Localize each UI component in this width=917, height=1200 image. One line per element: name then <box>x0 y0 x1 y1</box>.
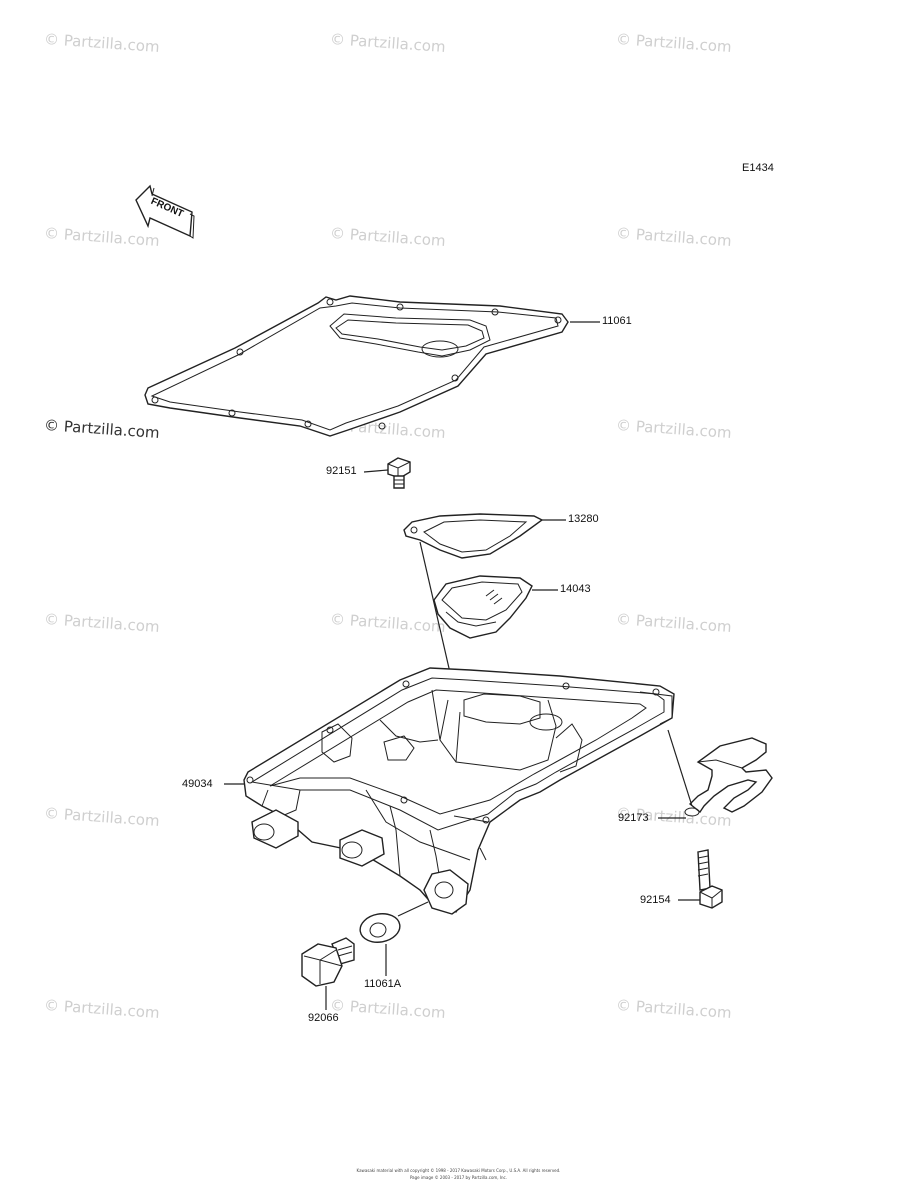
oil-pan <box>224 667 675 915</box>
strainer-bolt <box>363 457 411 489</box>
strainer-gasket <box>403 513 566 559</box>
part-label-49034[interactable]: 49034 <box>182 778 213 790</box>
oil-strainer <box>433 575 558 639</box>
hose-clamp <box>658 729 773 819</box>
drain-gasket <box>359 901 429 976</box>
clamp-bolt <box>678 849 723 909</box>
part-label-11061[interactable]: 11061 <box>602 315 632 327</box>
copyright-footer-line2: Page image © 2003 - 2017 by Partzilla.co… <box>409 1175 508 1180</box>
part-label-11061a[interactable]: 11061A <box>364 978 402 990</box>
part-label-92151[interactable]: 92151 <box>326 465 357 477</box>
part-label-92154[interactable]: 92154 <box>640 894 671 906</box>
part-label-92066[interactable]: 92066 <box>308 1012 339 1024</box>
copyright-footer-line1: Kawasaki material with all copyright © 1… <box>356 1168 561 1173</box>
front-arrow: FRONT <box>135 184 195 239</box>
part-label-13280[interactable]: 13280 <box>568 513 599 525</box>
part-label-92173[interactable]: 92173 <box>618 812 649 824</box>
diagram-code: E1434 <box>742 162 774 174</box>
part-label-14043[interactable]: 14043 <box>560 583 591 595</box>
drain-plug <box>301 937 355 1010</box>
oil-pan-gasket <box>144 295 600 437</box>
